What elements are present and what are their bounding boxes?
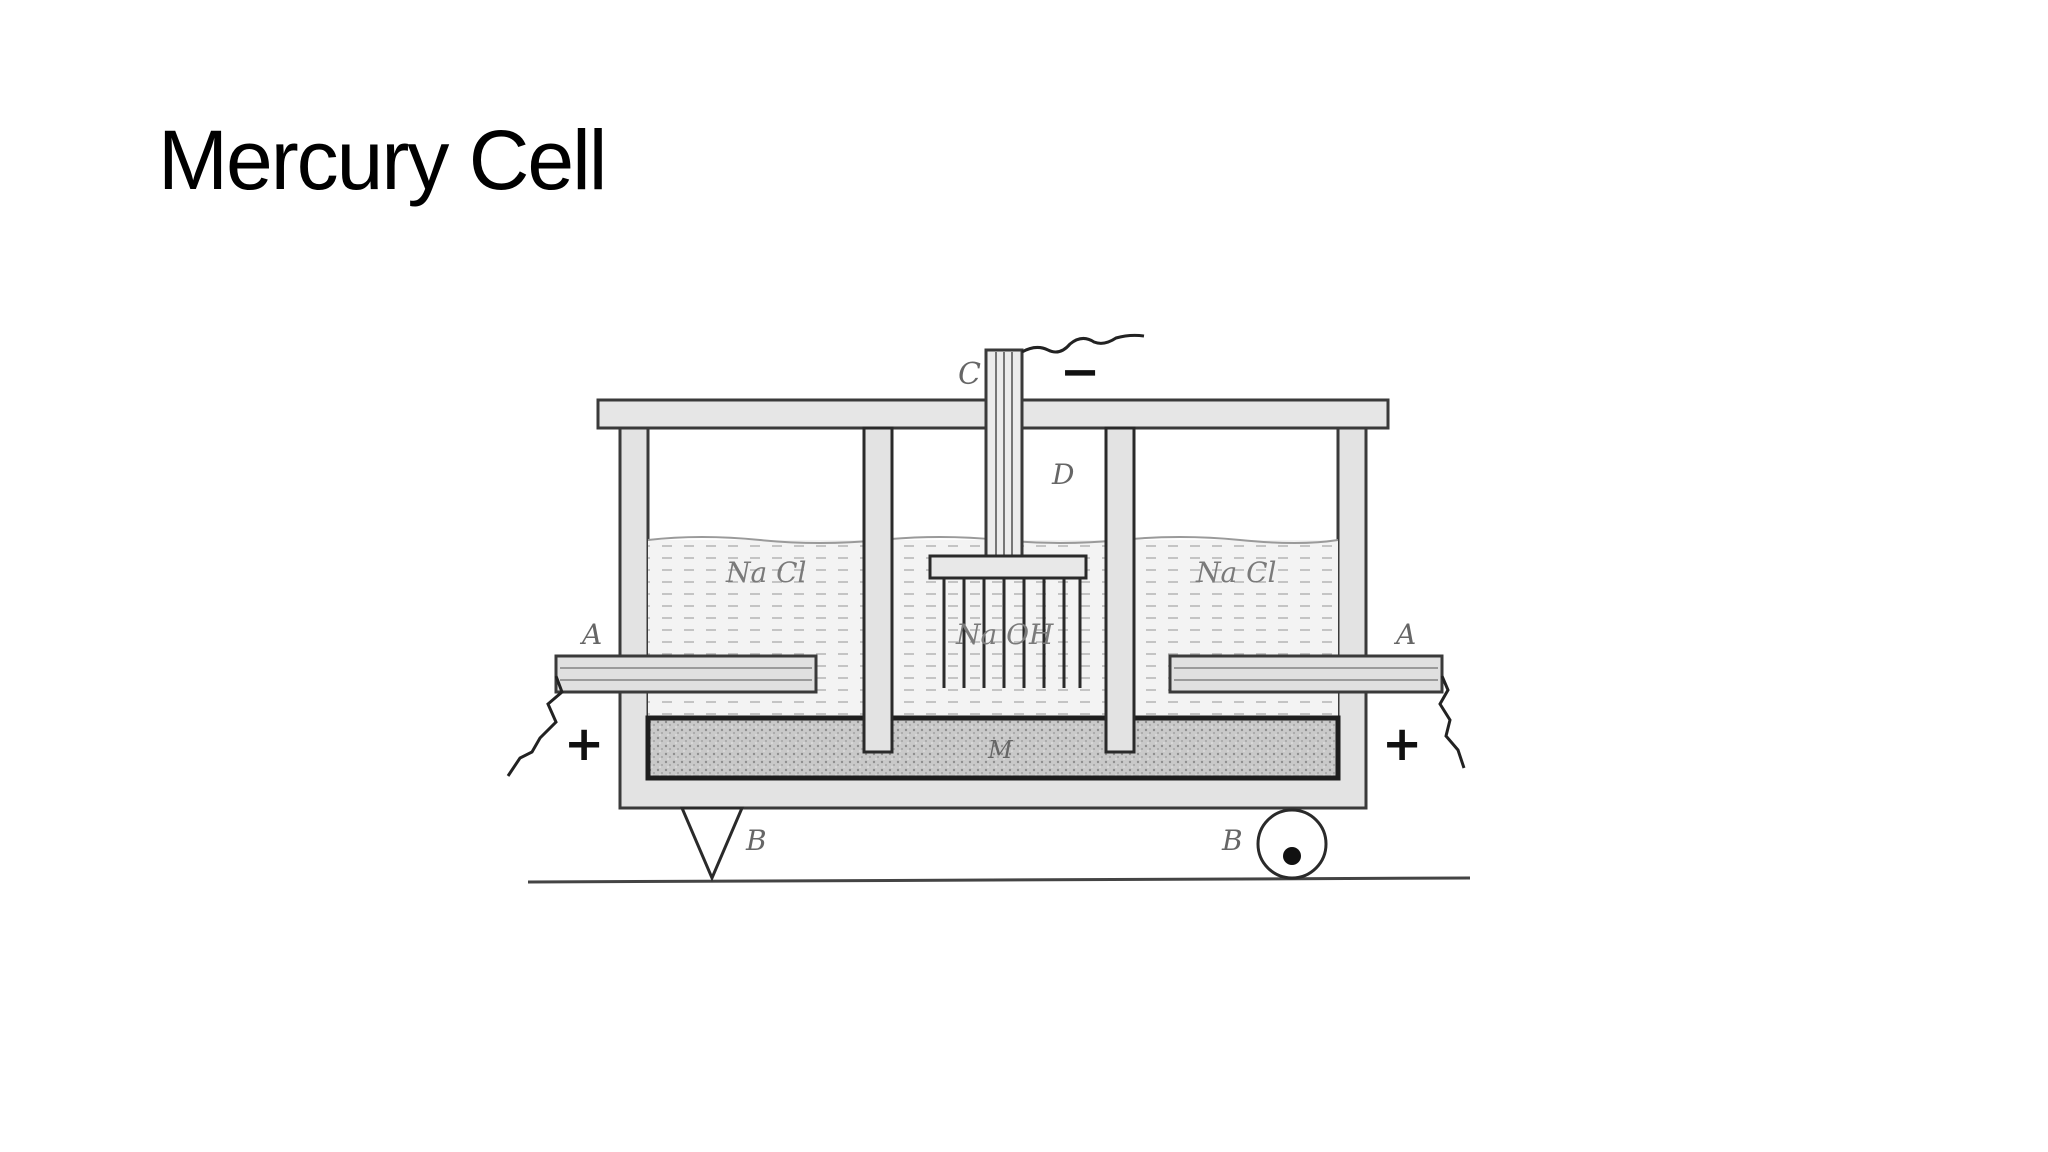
cathode-wire <box>1021 333 1145 354</box>
label-anode-left: A <box>579 618 602 651</box>
label-anode-right-sign: + <box>1382 716 1422 772</box>
naoh-cathode-comb <box>942 578 1082 688</box>
label-electrolyte-right: Na Cl <box>1195 556 1276 589</box>
mercury-layer <box>645 715 1341 781</box>
label-center-compartment: D <box>1051 458 1074 491</box>
anode-right <box>1168 654 1444 694</box>
partition-left <box>862 426 894 754</box>
label-roller-support: B <box>1221 824 1243 857</box>
anode-left <box>554 654 818 694</box>
label-anode-right: A <box>1393 618 1416 651</box>
roller-support <box>1256 808 1328 880</box>
pivot-support <box>679 806 745 882</box>
label-cathode-rod: C <box>958 357 981 392</box>
anode-right-wire <box>1438 675 1466 769</box>
partition-right <box>1104 426 1136 754</box>
label-anode-left-sign: + <box>564 716 604 772</box>
label-mercury-layer: M <box>987 736 1014 764</box>
roller-axle <box>1283 847 1301 865</box>
slide-title: Mercury Cell <box>158 113 607 207</box>
ground-line <box>527 876 1471 884</box>
label-pivot-support: B <box>745 824 767 857</box>
anode-left-wire <box>506 675 564 777</box>
label-electrolyte-left: Na Cl <box>725 556 806 589</box>
naoh-cathode-plate <box>928 554 1088 580</box>
label-product-center: Na OH <box>955 618 1054 651</box>
label-cathode-sign: − <box>1060 344 1100 400</box>
